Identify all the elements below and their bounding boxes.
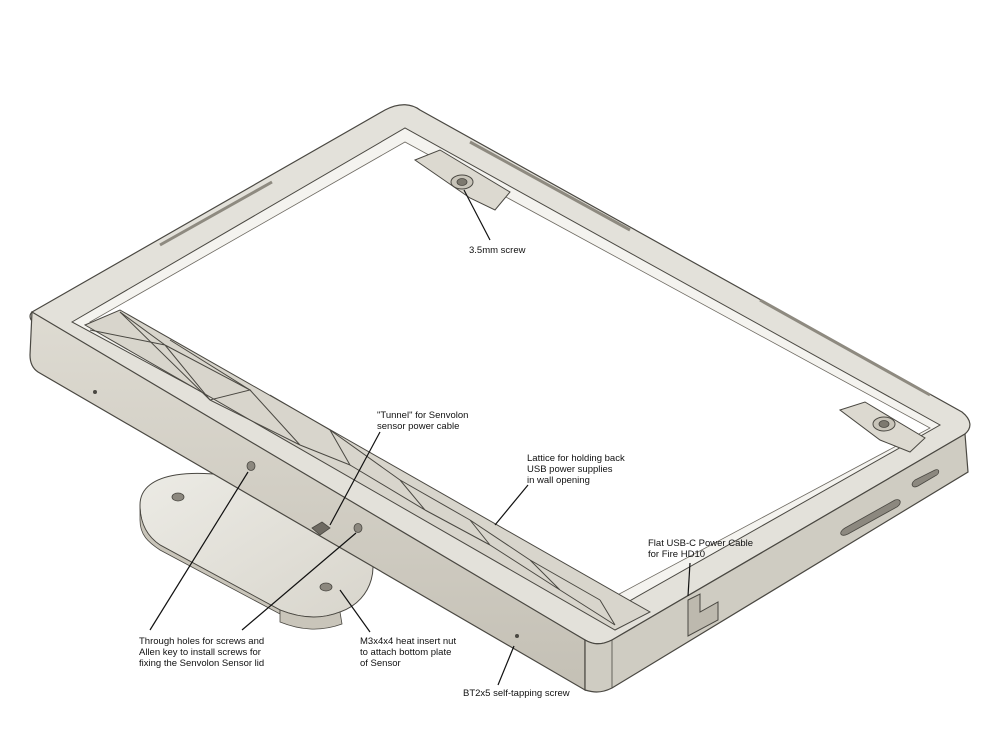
screw-boss-right [838, 401, 926, 453]
callout-lattice: Lattice for holding back USB power suppl… [527, 453, 625, 486]
leader-bt2x5 [497, 645, 515, 686]
callout-heat-insert: M3x4x4 heat insert nut to attach bottom … [360, 636, 457, 669]
callout-bt2x5: BT2x5 self-tapping screw [463, 688, 570, 699]
leader-screw-35 [463, 189, 491, 241]
callout-screw-35: 3.5mm screw [469, 245, 526, 256]
callout-through-holes: Through holes for screws and Allen key t… [139, 636, 265, 669]
frame-body [29, 104, 971, 693]
tunnel-opening [311, 521, 331, 536]
heat-insert-hole [319, 582, 333, 592]
usb-c-notch [687, 593, 719, 637]
leader-lattice [494, 484, 529, 526]
screw-boss-top [413, 149, 511, 211]
callout-tunnel: "Tunnel" for Senvolon sensor power cable [377, 410, 469, 432]
leader-heat-insert [339, 589, 371, 633]
leader-through-holes-2 [241, 532, 357, 631]
front-hole-left [93, 390, 97, 394]
through-hole-2 [353, 523, 363, 533]
leader-lines [149, 189, 691, 686]
bt2x5-hole [515, 634, 519, 638]
side-slots [840, 469, 940, 536]
leader-usb-c [687, 562, 691, 597]
through-hole-1 [246, 461, 256, 471]
plate-hole-left [171, 492, 185, 502]
callout-usb-c: Flat USB-C Power Cable for Fire HD10 [648, 538, 754, 560]
leader-through-holes-1 [149, 471, 249, 631]
lattice [83, 309, 652, 631]
leader-tunnel [329, 431, 381, 526]
sensor-bottom-plate [139, 472, 374, 630]
